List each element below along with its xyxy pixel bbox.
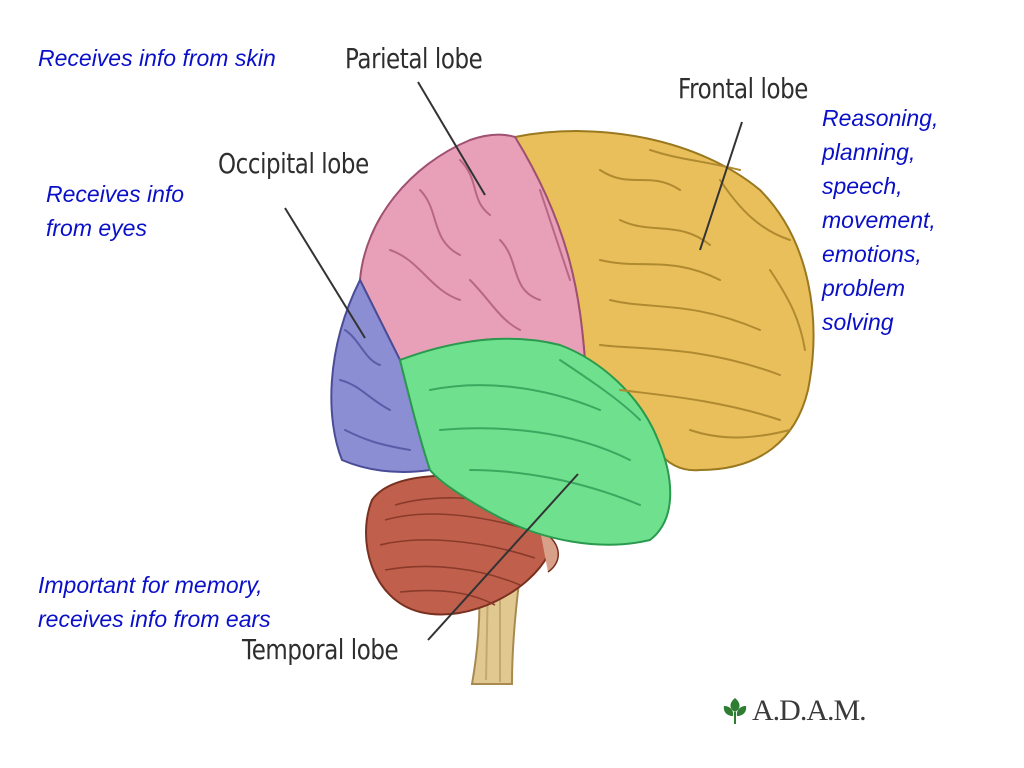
temporal-description: Important for memory, receives info from…	[38, 568, 271, 636]
frontal-description-line: problem	[822, 275, 906, 301]
temporal-description-line: Important for memory,	[38, 572, 263, 598]
parietal-description: Receives info from skin	[38, 45, 276, 71]
frontal-pointer	[699, 121, 743, 251]
occipital-pointer	[284, 207, 366, 339]
occipital-lobe	[330, 277, 432, 473]
leaf-icon	[723, 698, 747, 724]
adam-logo: A.D.A.M.	[718, 694, 867, 728]
temporal-pointer	[427, 473, 579, 641]
parietal-lobe-label: Parietal lobe	[345, 42, 483, 75]
occipital-description-line: from eyes	[46, 215, 147, 241]
temporal-description-line: receives info from ears	[38, 606, 271, 632]
frontal-lobe-label: Frontal lobe	[678, 72, 809, 105]
frontal-description: Reasoning, planning, speech, movement, e…	[822, 101, 938, 339]
occipital-description-line: Receives info	[46, 181, 185, 207]
frontal-description-line: speech,	[822, 173, 903, 199]
frontal-description-line: movement,	[822, 207, 936, 233]
frontal-description-line: planning,	[822, 139, 916, 165]
frontal-description-line: emotions,	[822, 241, 922, 267]
temporal-lobe-label: Temporal lobe	[242, 633, 399, 666]
occipital-description: Receives info from eyes	[46, 177, 184, 245]
parietal-pointer	[417, 81, 486, 196]
occipital-lobe-label: Occipital lobe	[218, 147, 369, 180]
frontal-description-line: Reasoning,	[822, 105, 939, 131]
logo-text: A.D.A.M.	[752, 694, 867, 727]
pointer-lines	[284, 81, 743, 641]
frontal-description-line: solving	[822, 309, 894, 335]
